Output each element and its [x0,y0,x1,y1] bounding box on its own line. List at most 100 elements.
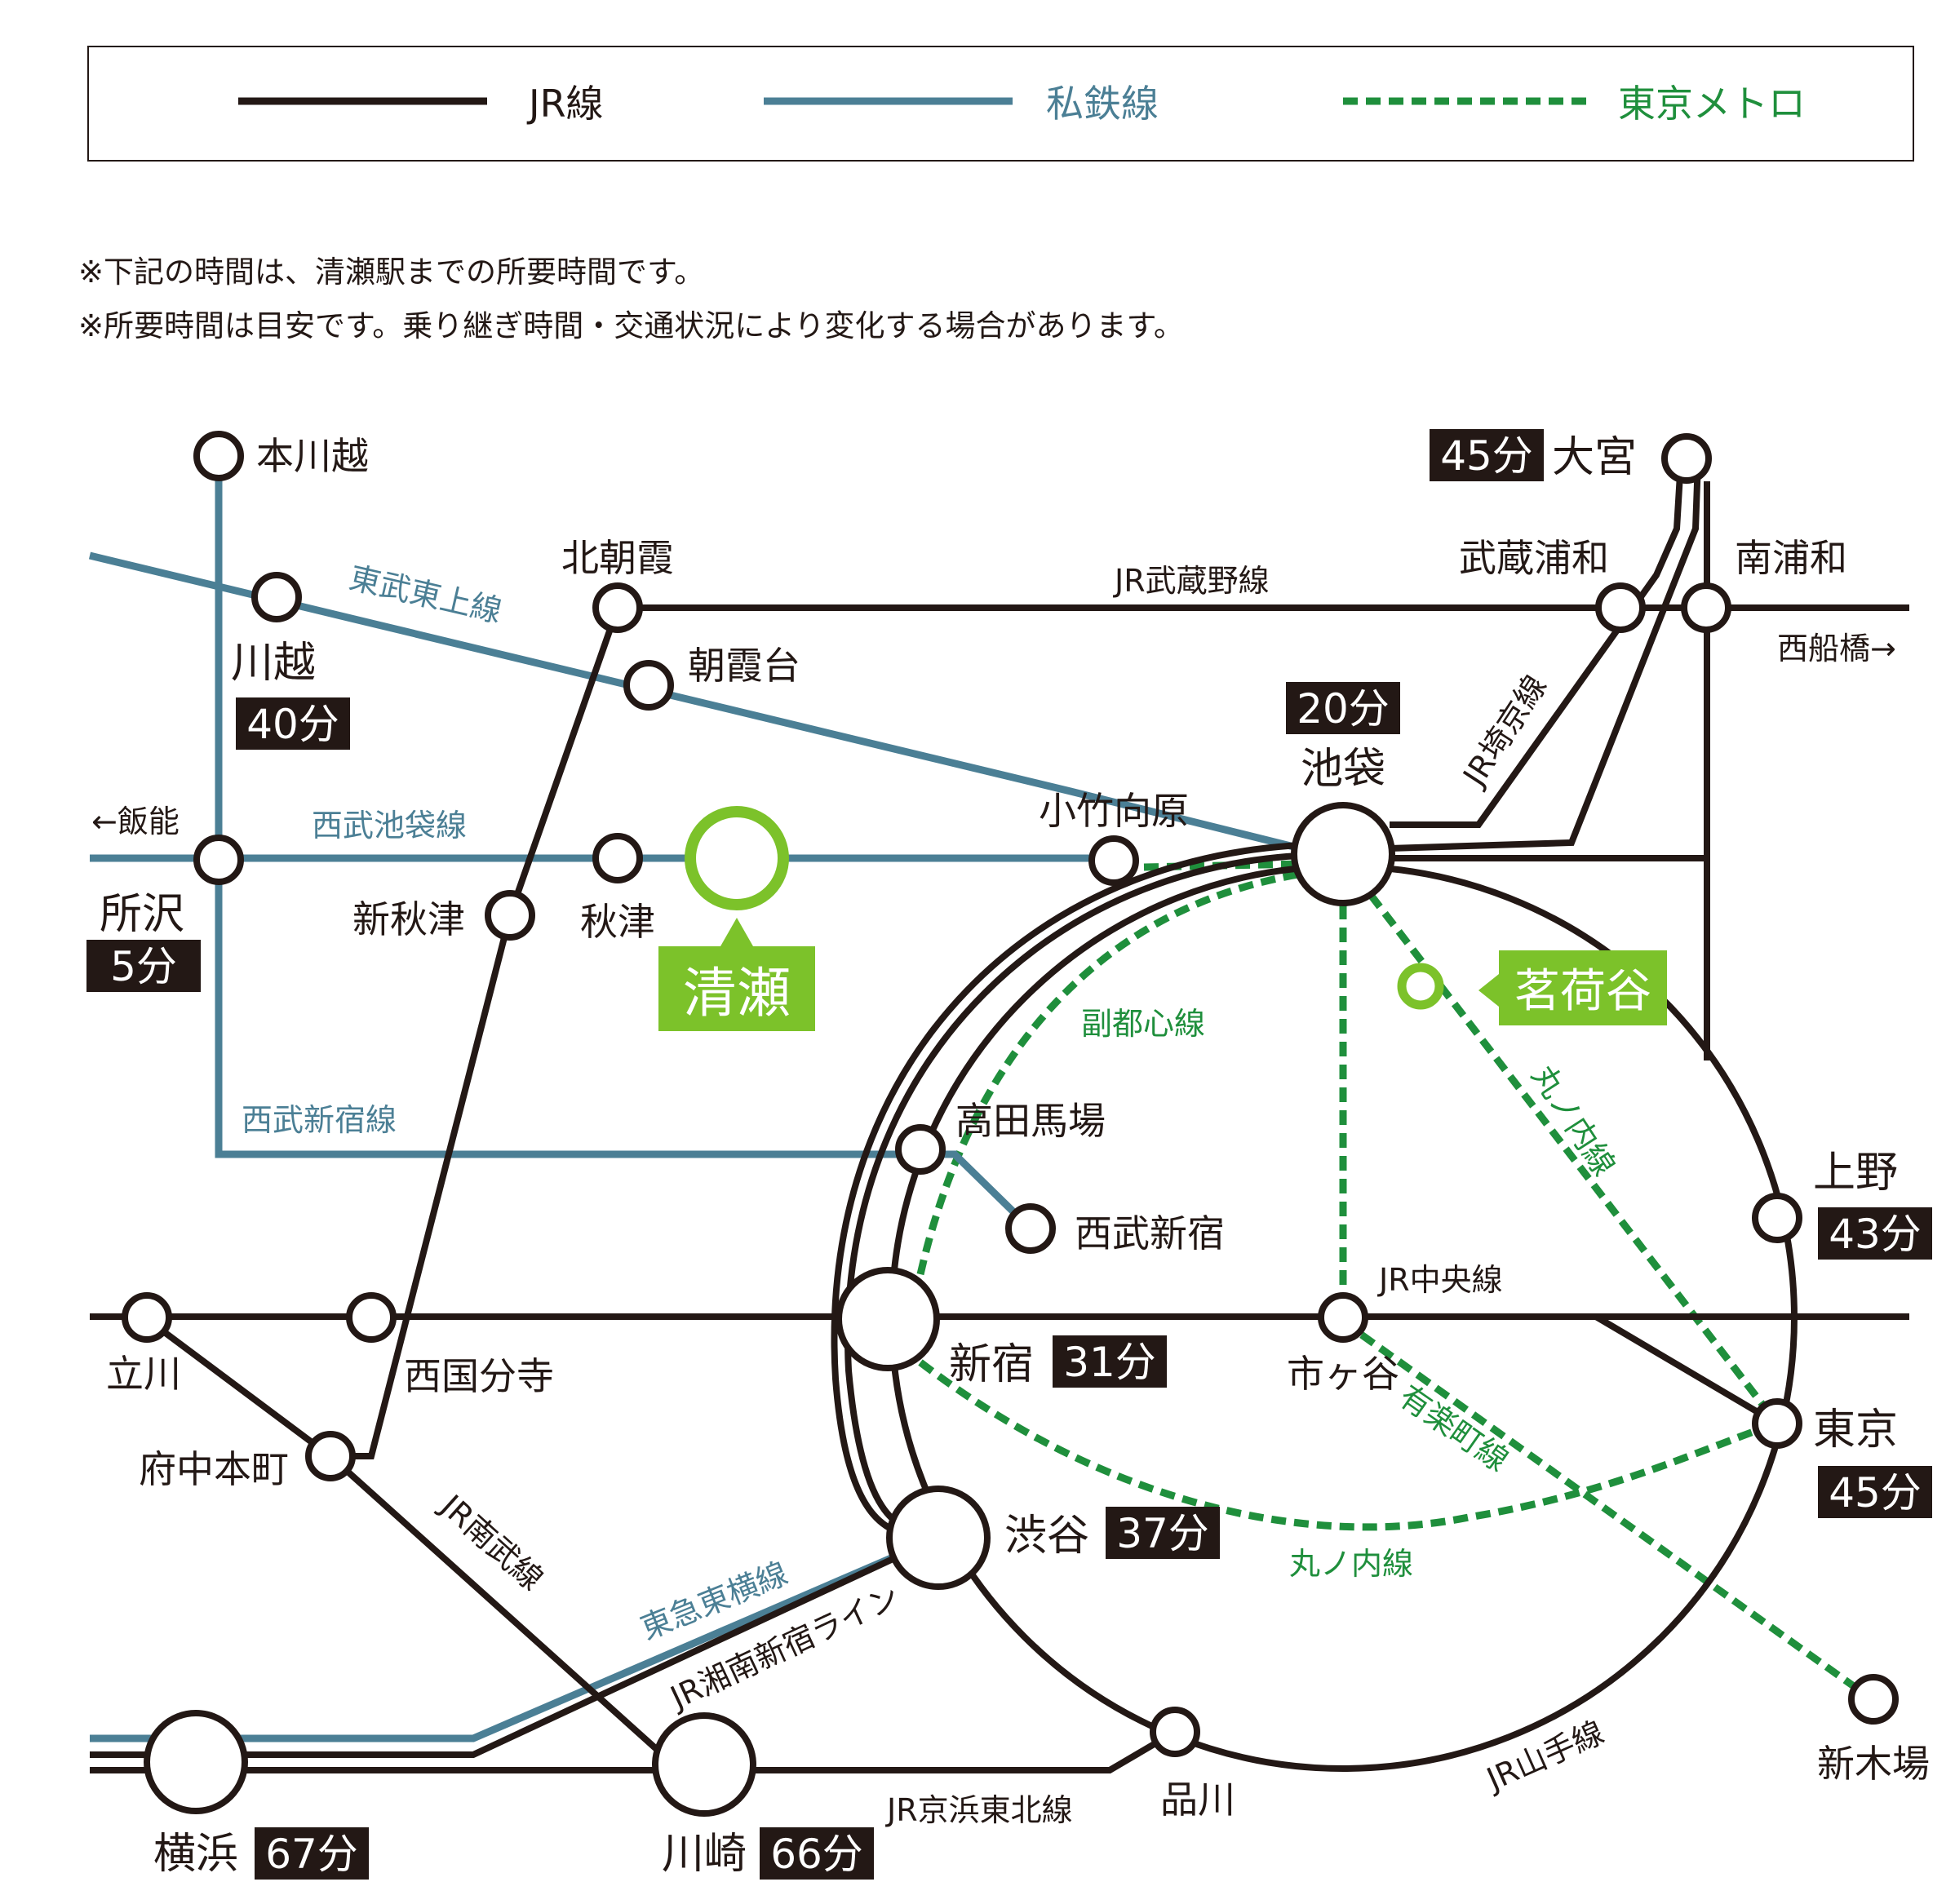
time-tokyo-text: 45分 [1829,1469,1922,1517]
legend-private-label: 私鉄線 [1046,82,1159,126]
station-takadanobaba-label: 高田馬場 [955,1099,1106,1143]
time-tokorozawa: 5分 [86,940,201,992]
station-kitaasaka-label: 北朝霞 [561,536,674,580]
time-kawasaki: 66分 [760,1827,874,1880]
time-tokorozawa-text: 5分 [110,943,177,990]
station-yokohama-label: 横浜 [153,1830,238,1879]
jr-shonan-shinjuku-north [1389,460,1701,852]
jr-saikyo-line [1390,460,1684,828]
station-shinagawa-label: 品川 [1160,1778,1235,1822]
time-omiya-text: 45分 [1440,432,1533,480]
station-honkawagoe-label: 本川越 [256,434,369,478]
jr-shonan-inner-1 [845,851,1344,1541]
jr-chuo-tokyo [1594,1313,1780,1427]
line-jr-chuo-label: JR中央線 [1377,1262,1503,1298]
station-asakadai-marker [623,660,674,711]
station-kawasaki-marker [652,1712,756,1817]
line-marunouchi-south-label: 丸ノ内線 [1289,1546,1413,1582]
jr-shonan-inner-2 [831,840,1344,1541]
station-nishikokubunji-marker [346,1292,397,1343]
station-shibuya-label: 渋谷 [1004,1512,1089,1561]
time-shinjuku-text: 31分 [1063,1339,1156,1386]
time-kawasaki-text: 66分 [770,1831,863,1878]
station-minamiurawa-marker [1681,582,1731,633]
time-badges: 40分 5分 20分 45分 43分 31分 45分 37分 67分 66分 [86,429,1932,1880]
station-kotakemukaihara-label: 小竹向原 [1039,789,1189,833]
station-seibushinjuku-label: 西武新宿 [1075,1211,1225,1255]
myogadani-callout: 茗荷谷 [1478,950,1667,1025]
kiyose-callout: 清瀬 [658,918,815,1031]
line-jr-keihin-tohoku-label: JR京浜東北線 [885,1792,1073,1828]
station-ueno-label: 上野 [1813,1149,1898,1198]
marunouchi-line-north [1340,857,1780,1426]
time-yokohama: 67分 [255,1827,369,1880]
legend-metro-label: 東京メトロ [1618,82,1806,126]
line-seibu-ikebukuro-label: 西武池袋線 [312,808,467,844]
station-musashiurawa-marker [1595,582,1646,633]
time-ikebukuro-text: 20分 [1297,685,1390,733]
station-tachikawa-marker [122,1292,172,1343]
station-labels: 本川越 川越 北朝霞 朝霞台 所沢 新秋津 秋津 小竹向原 池袋 大宮 武蔵浦和… [100,433,1930,1879]
station-kotakemukaihara-marker [1088,835,1139,886]
station-fuchuhonmachi-label: 府中本町 [139,1447,289,1491]
station-kawagoe-marker [251,572,302,622]
station-musashiurawa-label: 武蔵浦和 [1459,536,1609,580]
station-honkawagoe-marker [193,431,244,481]
time-shibuya-text: 37分 [1116,1510,1209,1557]
station-myogadani-marker [1397,963,1444,1010]
note-2: ※所要時間は目安です。乗り継ぎ時間・交通状況により変化する場合があります。 [78,308,1184,343]
jr-nambu-line [328,1454,688,1778]
station-tachikawa-label: 立川 [106,1352,181,1396]
line-jr-nambu-label: JR南武線 [432,1487,550,1597]
yurakucho-line-south [1341,1318,1871,1700]
station-tokorozawa-marker [193,835,244,885]
station-shinakitsu-label: 新秋津 [352,897,465,941]
line-tobu-tojo-label: 東武東上線 [346,560,505,630]
station-kiyose-marker [685,806,789,910]
line-seibu-shinjuku-label: 西武新宿線 [242,1102,397,1138]
station-myogadani-label: 茗荷谷 [1514,965,1651,1018]
time-ueno-text: 43分 [1829,1211,1922,1258]
time-shinjuku: 31分 [1053,1335,1167,1388]
station-ichigaya-marker [1318,1292,1368,1343]
jr-nambu-west [144,1316,333,1459]
station-ikebukuro-marker [1291,802,1395,906]
station-asakadai-label: 朝霞台 [688,644,800,688]
time-ikebukuro: 20分 [1286,682,1400,734]
station-ikebukuro-label: 池袋 [1301,745,1385,794]
station-tokyo-label: 東京 [1813,1406,1898,1455]
metro-lines [911,857,1871,1700]
time-omiya: 45分 [1430,429,1544,481]
station-shinakitsu-marker [485,890,535,941]
station-ueno-marker [1752,1193,1802,1243]
legend: JR線 私鉄線 東京メトロ [87,46,1914,162]
station-kawagoe-label: 川越 [231,639,316,688]
line-marunouchi-north-label: 丸ノ内線 [1524,1059,1622,1182]
station-markers [122,431,1899,1817]
note-1: ※下記の時間は、清瀬駅までの所要時間です。 [78,255,704,290]
marunouchi-line-south [918,1359,1779,1531]
time-shibuya: 37分 [1106,1507,1220,1559]
station-omiya-label: 大宮 [1552,433,1637,482]
station-kiyose-label: 清瀬 [683,962,791,1025]
tobu-tojo-line [88,551,1345,863]
direction-hanno-label: ←飯能 [91,804,180,839]
station-kawasaki-label: 川崎 [662,1830,747,1879]
time-tokyo: 45分 [1818,1466,1932,1518]
time-yokohama-text: 67分 [265,1831,358,1878]
legend-jr-label: JR線 [526,82,604,126]
station-shinjuku-label: 新宿 [949,1340,1034,1389]
station-akitsu-marker [592,833,643,883]
station-ichigaya-label: 市ヶ谷 [1287,1352,1399,1396]
line-jr-saikyo-label: JR埼京線 [1456,669,1554,794]
direction-nishifunabashi-label: 西船橋→ [1777,631,1896,666]
seibu-shinjuku-line-main [215,456,920,1158]
station-nishikokubunji-label: 西国分寺 [404,1354,554,1398]
station-shinkiba-marker [1848,1674,1899,1725]
station-takadanobaba-marker [895,1124,946,1175]
line-fukutoshin-label: 副都心線 [1081,1006,1205,1042]
station-yokohama-marker [144,1710,248,1814]
station-shinagawa-marker [1150,1707,1200,1757]
station-shinkiba-label: 新木場 [1817,1742,1930,1786]
